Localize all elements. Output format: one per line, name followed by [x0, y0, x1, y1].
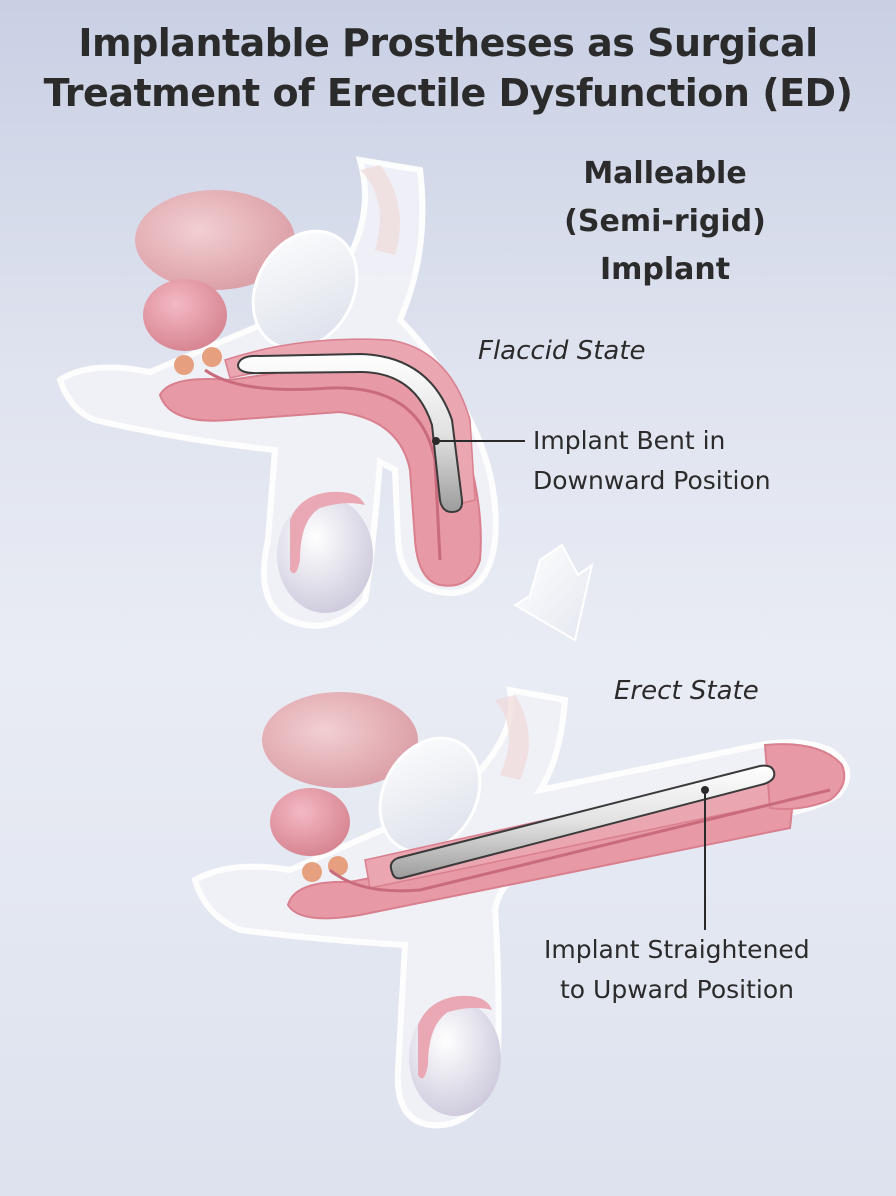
erect-state-label: Erect State [614, 676, 759, 706]
erect-callout: Implant Straightened to Upward Position [544, 930, 810, 1010]
implant-type-line-2: (Semi-rigid) [564, 204, 766, 239]
erect-pubic-bone [378, 736, 482, 854]
flaccid-urethra [204, 368, 442, 561]
flaccid-prostate [143, 279, 227, 351]
transition-arrow [513, 543, 594, 642]
erect-callout-line-2: to Upward Position [560, 975, 794, 1004]
title-line-1: Implantable Prostheses as Surgical [78, 21, 818, 65]
erect-prostate [270, 788, 350, 856]
erect-figure [191, 686, 851, 1129]
flaccid-callout: Implant Bent in Downward Position [533, 421, 771, 501]
erect-gland-right [328, 856, 348, 876]
flaccid-state-label: Flaccid State [478, 336, 646, 366]
flaccid-callout-line-2: Downward Position [533, 466, 771, 495]
flaccid-callout-dot [432, 437, 440, 445]
erect-callout-dot [701, 786, 709, 794]
flaccid-epididymis [290, 491, 365, 574]
erect-urethra [329, 788, 831, 893]
erect-callout-line-1: Implant Straightened [544, 935, 810, 964]
flaccid-gland-left [174, 355, 194, 375]
diagram-title: Implantable Prostheses as Surgical Treat… [0, 18, 896, 118]
flaccid-implant [236, 352, 464, 514]
flaccid-bladder [135, 190, 295, 290]
erect-implant [389, 764, 776, 880]
flaccid-gland-right [202, 347, 222, 367]
erect-bladder [262, 692, 418, 788]
flaccid-callout-line-1: Implant Bent in [533, 426, 726, 455]
implant-type-line-3: Implant [599, 252, 731, 287]
erect-muscle-band [495, 695, 529, 780]
flaccid-pubic-bone [251, 229, 359, 351]
erect-epididymis [418, 995, 492, 1079]
flaccid-muscle-band [360, 165, 400, 255]
title-line-2: Treatment of Erectile Dysfunction (ED) [43, 71, 853, 115]
erect-gland-left [302, 862, 322, 882]
implant-type-line-1: Malleable [583, 156, 747, 191]
flaccid-figure [56, 156, 499, 629]
implant-type-heading: Malleable (Semi-rigid) Implant [540, 150, 790, 294]
